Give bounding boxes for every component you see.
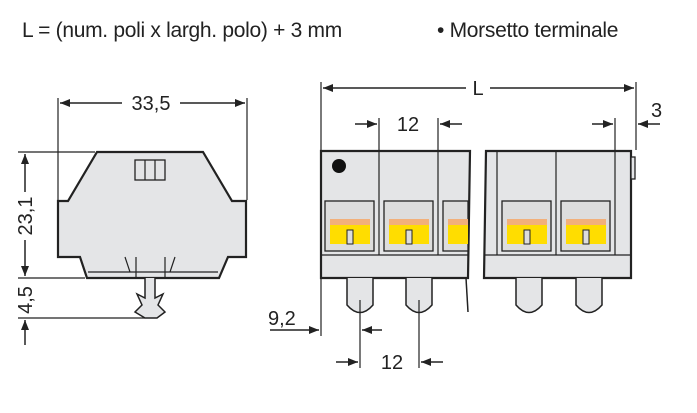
length-formula: L = (num. poli x largh. polo) + 3 mm [22, 19, 342, 42]
polarity-dot [332, 159, 346, 173]
product-type-label: • Morsetto terminale [437, 19, 618, 43]
width-dimension: 33,5 [132, 93, 171, 115]
front-view: L 12 3 [268, 78, 662, 374]
end-plate-dimension: 3 [651, 100, 662, 122]
side-view: 33,5 23,1 4,5 [15, 93, 248, 345]
side-housing [56, 150, 248, 280]
mounting-foot [133, 278, 167, 319]
product-type-text: Morsetto terminale [449, 19, 619, 42]
solder-pins [346, 277, 603, 314]
marker-slot [134, 159, 166, 181]
pitch-top-dimension: 12 [397, 114, 419, 136]
pitch-bottom-dimension: 12 [381, 352, 403, 374]
clamp-windows [324, 200, 611, 252]
length-dimension: L [472, 78, 483, 100]
height-dimension: 23,1 [15, 197, 37, 236]
bullet: • [437, 19, 445, 42]
foot-dimension: 4,5 [15, 286, 37, 314]
first-pin-offset-dimension: 9,2 [268, 308, 296, 330]
